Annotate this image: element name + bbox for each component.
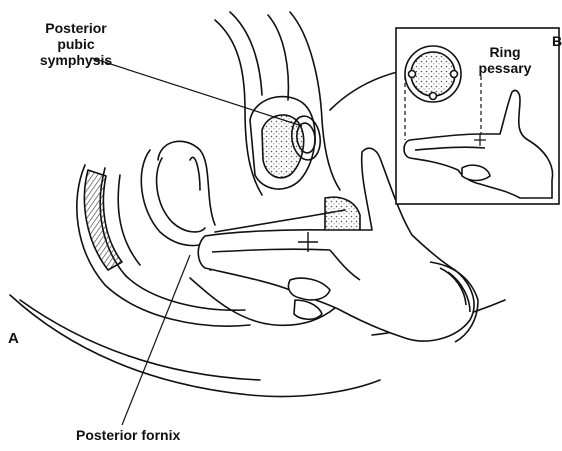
panel-a-label: A — [8, 331, 19, 347]
label-posterior-fornix: Posterior fornix — [76, 427, 236, 443]
label-line: pubic — [16, 36, 136, 52]
label-line: Posterior — [16, 20, 136, 36]
label-line: pessary — [470, 60, 540, 76]
panel-b-label: B — [552, 33, 562, 49]
label-line: Ring — [470, 44, 540, 60]
label-ring-pessary: Ring pessary — [470, 44, 540, 76]
label-line: symphysis — [16, 52, 136, 68]
label-posterior-pubic-symphysis: Posterior pubic symphysis — [16, 20, 136, 68]
